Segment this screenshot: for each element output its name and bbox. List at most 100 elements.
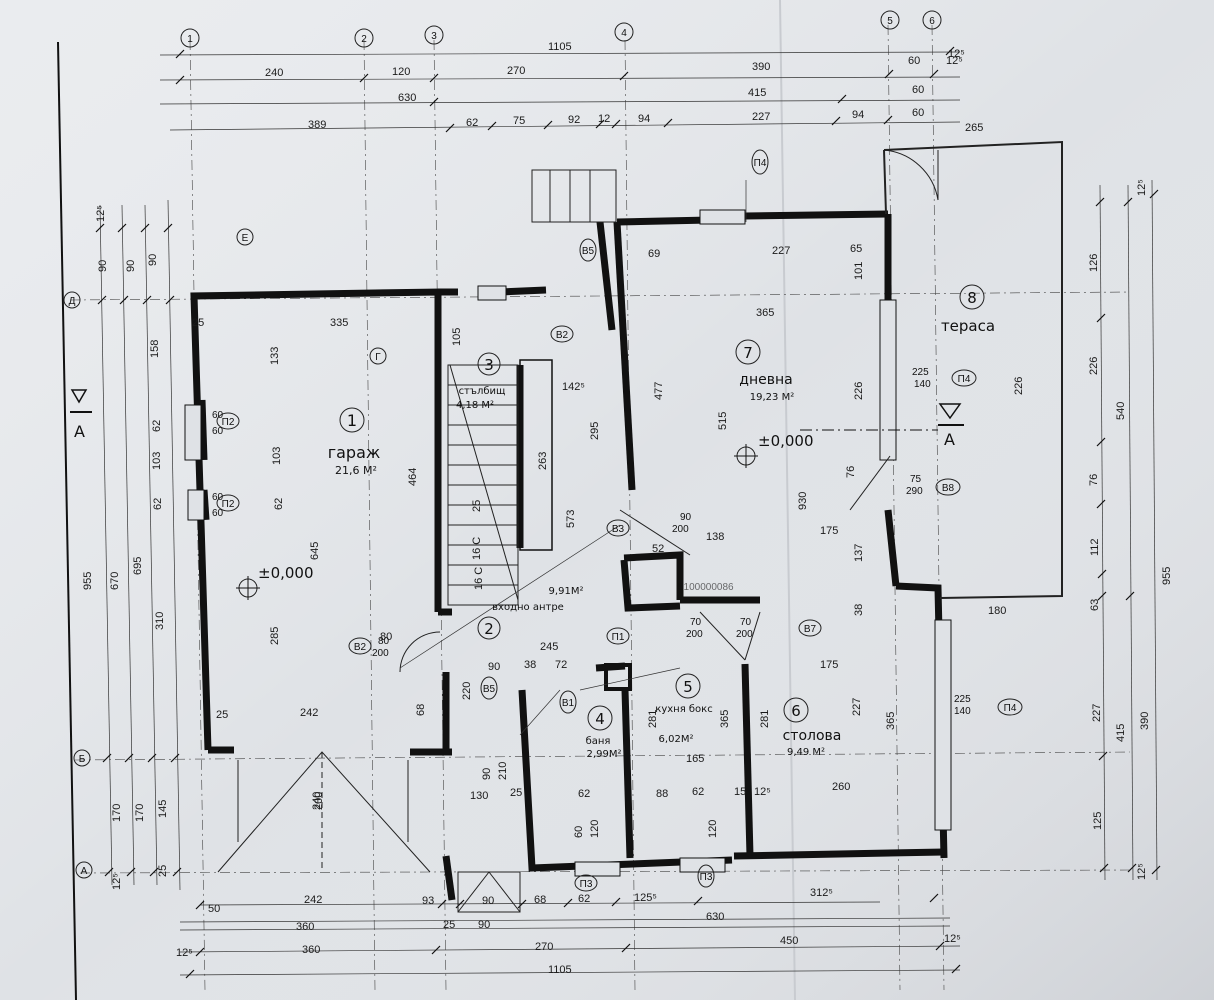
svg-text:415: 415: [748, 87, 766, 99]
svg-text:227: 227: [752, 111, 770, 123]
svg-text:90: 90: [125, 260, 137, 272]
room-6-name: столова: [783, 728, 842, 744]
svg-text:П4: П4: [1004, 703, 1017, 714]
room-2-number: 2: [484, 620, 494, 638]
watermark: 5100000086: [678, 582, 734, 593]
svg-text:130: 130: [470, 790, 488, 802]
svg-text:210: 210: [497, 762, 509, 780]
svg-text:В5: В5: [483, 684, 496, 695]
svg-text:175: 175: [820, 525, 838, 537]
svg-text:295: 295: [589, 422, 601, 440]
room-3-area: 4,18 M²: [456, 400, 494, 411]
svg-text:90: 90: [482, 895, 494, 907]
svg-text:242: 242: [304, 894, 322, 906]
grid-label-4: 4: [621, 28, 627, 39]
svg-text:62: 62: [578, 893, 590, 905]
svg-text:90: 90: [488, 661, 500, 673]
room-7-area: 19,23 M²: [750, 392, 794, 403]
svg-text:125: 125: [1092, 812, 1104, 830]
room-7-number: 7: [743, 344, 753, 362]
grid-label-1: 1: [187, 34, 193, 45]
svg-text:125⁵: 125⁵: [634, 892, 657, 904]
svg-text:390: 390: [752, 61, 770, 73]
svg-text:П4: П4: [958, 374, 971, 385]
svg-text:670: 670: [109, 572, 121, 590]
svg-text:245: 245: [540, 641, 558, 653]
svg-text:133: 133: [269, 347, 281, 365]
svg-text:63: 63: [1089, 599, 1101, 611]
svg-text:1105: 1105: [548, 964, 572, 976]
svg-text:60: 60: [908, 55, 920, 67]
svg-text:695: 695: [132, 557, 144, 575]
grid-label-e: Е: [242, 233, 249, 244]
svg-text:464: 464: [407, 468, 419, 486]
svg-text:390: 390: [1139, 712, 1151, 730]
svg-text:25: 25: [510, 787, 522, 799]
svg-text:П3: П3: [580, 879, 593, 890]
svg-text:112: 112: [1089, 538, 1101, 556]
svg-text:415: 415: [1115, 724, 1127, 742]
paper-fold: [779, 0, 796, 1000]
svg-text:165: 165: [686, 753, 704, 765]
grid-label-g: Г: [375, 352, 381, 363]
svg-text:52: 52: [652, 543, 664, 555]
svg-text:285: 285: [269, 627, 281, 645]
dim-top-total: 1105: [548, 41, 572, 53]
svg-text:360: 360: [296, 921, 314, 933]
room-5-number: 5: [683, 678, 693, 696]
sheet-border-line: [57, 41, 77, 1000]
svg-text:76: 76: [1088, 474, 1100, 486]
left-dimensions: 955 670 170 695 170 12⁵ 12⁵ 90 158 62 10…: [82, 199, 182, 891]
svg-text:25: 25: [471, 500, 483, 512]
svg-text:365: 365: [719, 710, 731, 728]
svg-text:103: 103: [271, 447, 283, 465]
grid-label-d: Д: [69, 296, 76, 307]
svg-text:25: 25: [192, 317, 204, 329]
dim-top-12-5: 12⁵: [948, 48, 965, 60]
svg-text:226: 226: [1088, 357, 1100, 375]
room-2-name: входно антре: [492, 602, 564, 613]
svg-text:90: 90: [481, 768, 493, 780]
svg-text:12⁵: 12⁵: [95, 205, 107, 222]
svg-text:335: 335: [330, 317, 348, 329]
svg-text:145: 145: [157, 800, 169, 818]
room-4-name: баня: [586, 736, 611, 747]
svg-text:П2: П2: [222, 417, 235, 428]
svg-text:В3: В3: [612, 524, 625, 535]
bottom-dimensions: 242 93 90 68 62 125⁵ 312⁵ 50 630 360 25 …: [176, 887, 961, 979]
room-1-name: гараж: [328, 443, 381, 462]
svg-text:120: 120: [392, 66, 410, 78]
svg-text:227: 227: [772, 245, 790, 257]
right-dimensions: 126 226 76 112 63 227 125 540 415 12⁵ 39…: [1088, 179, 1173, 881]
svg-text:В7: В7: [804, 624, 817, 635]
room-3-number: 3: [484, 356, 494, 374]
svg-text:90: 90: [147, 254, 159, 266]
svg-text:62: 62: [466, 117, 478, 129]
svg-text:38: 38: [524, 659, 536, 671]
svg-text:25: 25: [443, 919, 455, 931]
svg-text:68: 68: [415, 704, 427, 716]
grid-label-5: 5: [887, 16, 893, 27]
svg-text:630: 630: [398, 92, 416, 104]
svg-text:930: 930: [797, 492, 809, 510]
section-marks: А А: [70, 389, 964, 449]
grid-label-b: Б: [79, 754, 86, 765]
terrace-width: 180: [988, 605, 1006, 617]
diagonal-leader-lines: [399, 180, 747, 736]
room-1-number: 1: [347, 411, 357, 430]
room-1-area: 21,6 M²: [335, 464, 377, 477]
svg-text:60: 60: [912, 84, 924, 96]
svg-text:12⁵: 12⁵: [111, 873, 123, 890]
svg-text:630: 630: [706, 911, 724, 923]
svg-text:240: 240: [265, 67, 283, 79]
svg-text:120: 120: [707, 820, 719, 838]
svg-text:200: 200: [313, 792, 325, 810]
svg-text:389: 389: [308, 119, 326, 131]
svg-text:80: 80: [380, 631, 392, 643]
svg-text:540: 540: [1115, 402, 1127, 420]
